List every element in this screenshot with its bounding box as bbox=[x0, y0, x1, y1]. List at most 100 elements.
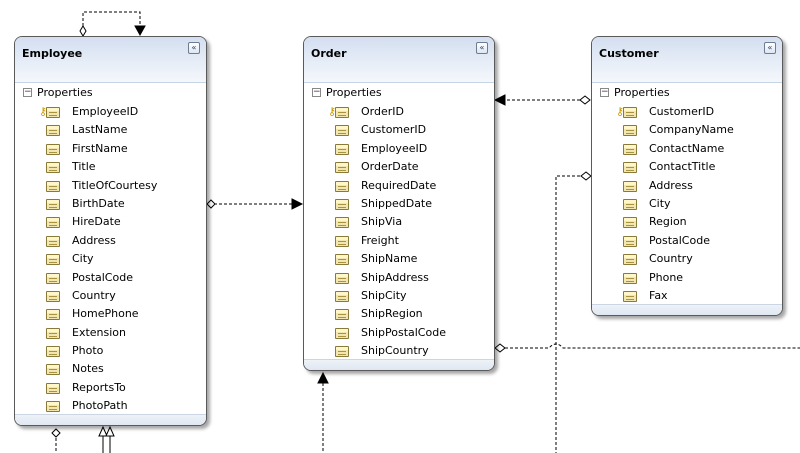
property-icon bbox=[623, 235, 637, 247]
property-icon bbox=[46, 364, 60, 376]
property-name: Freight bbox=[361, 233, 399, 247]
property-firstname[interactable]: FirstName bbox=[15, 141, 206, 159]
property-shippostalcode[interactable]: ShipPostalCode bbox=[304, 325, 494, 343]
property-name: HireDate bbox=[72, 215, 121, 229]
property-icon bbox=[623, 254, 637, 266]
property-address[interactable]: Address bbox=[592, 178, 782, 196]
properties-section-label: Properties bbox=[326, 86, 382, 99]
property-orderdate[interactable]: OrderDate bbox=[304, 159, 494, 177]
property-icon bbox=[335, 272, 349, 284]
property-icon bbox=[46, 272, 60, 284]
order-properties-section[interactable]: − Properties bbox=[304, 82, 494, 104]
property-name: ShipAddress bbox=[361, 270, 429, 284]
property-employeeid[interactable]: EmployeeID bbox=[304, 141, 494, 159]
property-address[interactable]: Address bbox=[15, 233, 206, 251]
property-customerid[interactable]: CustomerID bbox=[304, 122, 494, 140]
property-extension[interactable]: Extension bbox=[15, 325, 206, 343]
order-entity-header[interactable]: Order « bbox=[304, 37, 494, 83]
property-icon bbox=[623, 198, 637, 210]
property-shipcountry[interactable]: ShipCountry bbox=[304, 343, 494, 361]
customer-order-diamond bbox=[579, 95, 591, 105]
collapse-icon[interactable]: « bbox=[188, 42, 200, 54]
property-shipregion[interactable]: ShipRegion bbox=[304, 306, 494, 324]
property-icon bbox=[46, 180, 60, 192]
property-icon bbox=[623, 290, 637, 302]
customer-lower-association-line bbox=[555, 175, 590, 453]
property-icon bbox=[335, 309, 349, 321]
property-icon bbox=[46, 401, 60, 413]
property-name: EmployeeID bbox=[72, 105, 139, 118]
employee-property-list: ⚷EmployeeID LastName FirstName Title Tit… bbox=[15, 104, 206, 417]
customer-entity[interactable]: Customer « − Properties ⚷CustomerID Comp… bbox=[591, 36, 783, 316]
property-fax[interactable]: Fax bbox=[592, 288, 782, 306]
property-hiredate[interactable]: HireDate bbox=[15, 214, 206, 232]
property-shippeddate[interactable]: ShippedDate bbox=[304, 196, 494, 214]
property-freight[interactable]: Freight bbox=[304, 233, 494, 251]
customer-entity-header[interactable]: Customer « bbox=[592, 37, 782, 83]
employee-entity-footer bbox=[15, 414, 206, 425]
property-shipaddress[interactable]: ShipAddress bbox=[304, 270, 494, 288]
property-contactname[interactable]: ContactName bbox=[592, 141, 782, 159]
property-companyname[interactable]: CompanyName bbox=[592, 122, 782, 140]
minus-box-icon[interactable]: − bbox=[600, 87, 609, 97]
property-employeeid[interactable]: ⚷EmployeeID bbox=[15, 104, 206, 122]
property-icon bbox=[46, 198, 60, 210]
property-name: Photo bbox=[72, 344, 104, 358]
order-entity[interactable]: Order « − Properties ⚷OrderID CustomerID… bbox=[303, 36, 495, 371]
property-title[interactable]: Title bbox=[15, 159, 206, 177]
property-shipcity[interactable]: ShipCity bbox=[304, 288, 494, 306]
employee-entity[interactable]: Employee « − Properties ⚷EmployeeID Last… bbox=[14, 36, 207, 426]
property-name: ShipRegion bbox=[361, 307, 423, 321]
property-country[interactable]: Country bbox=[15, 288, 206, 306]
property-notes[interactable]: Notes bbox=[15, 361, 206, 379]
property-postalcode[interactable]: PostalCode bbox=[15, 270, 206, 288]
minus-box-icon[interactable]: − bbox=[23, 87, 32, 97]
property-icon bbox=[623, 125, 637, 137]
property-icon bbox=[335, 162, 349, 174]
property-name: ShipCity bbox=[361, 288, 407, 302]
property-photopath[interactable]: PhotoPath bbox=[15, 398, 206, 416]
property-city[interactable]: City bbox=[592, 196, 782, 214]
minus-box-icon[interactable]: − bbox=[312, 87, 321, 97]
property-phone[interactable]: Phone bbox=[592, 270, 782, 288]
property-shipvia[interactable]: ShipVia bbox=[304, 214, 494, 232]
property-icon bbox=[46, 143, 60, 155]
property-name: HomePhone bbox=[72, 307, 139, 321]
employee-properties-section[interactable]: − Properties bbox=[15, 82, 206, 104]
property-orderid[interactable]: ⚷OrderID bbox=[304, 104, 494, 122]
property-name: RequiredDate bbox=[361, 178, 437, 192]
property-name: LastName bbox=[72, 123, 128, 137]
property-contacttitle[interactable]: ContactTitle bbox=[592, 159, 782, 177]
property-photo[interactable]: Photo bbox=[15, 343, 206, 361]
property-icon bbox=[335, 107, 349, 118]
property-name: ContactTitle bbox=[649, 160, 716, 174]
employee-entity-header[interactable]: Employee « bbox=[15, 37, 206, 83]
property-country[interactable]: Country bbox=[592, 251, 782, 269]
customer-properties-section[interactable]: − Properties bbox=[592, 82, 782, 104]
property-icon bbox=[335, 327, 349, 339]
property-customerid[interactable]: ⚷CustomerID bbox=[592, 104, 782, 122]
property-region[interactable]: Region bbox=[592, 214, 782, 232]
property-icon bbox=[623, 272, 637, 284]
property-lastname[interactable]: LastName bbox=[15, 122, 206, 140]
property-shipname[interactable]: ShipName bbox=[304, 251, 494, 269]
property-titleofcourtesy[interactable]: TitleOfCourtesy bbox=[15, 178, 206, 196]
properties-section-label: Properties bbox=[37, 86, 93, 99]
property-icon bbox=[46, 162, 60, 174]
property-postalcode[interactable]: PostalCode bbox=[592, 233, 782, 251]
property-name: ShippedDate bbox=[361, 196, 433, 210]
property-reportsto[interactable]: ReportsTo bbox=[15, 380, 206, 398]
collapse-icon[interactable]: « bbox=[764, 42, 776, 54]
customer-property-list: ⚷CustomerID CompanyName ContactName Cont… bbox=[592, 104, 782, 306]
property-icon bbox=[335, 235, 349, 247]
collapse-icon[interactable]: « bbox=[476, 42, 488, 54]
self-association-diamond bbox=[79, 25, 87, 37]
property-requireddate[interactable]: RequiredDate bbox=[304, 178, 494, 196]
property-city[interactable]: City bbox=[15, 251, 206, 269]
property-icon bbox=[335, 346, 349, 358]
customer-entity-title: Customer bbox=[599, 47, 659, 60]
property-birthdate[interactable]: BirthDate bbox=[15, 196, 206, 214]
order-bottom-arrowhead bbox=[317, 371, 329, 384]
property-name: City bbox=[649, 196, 671, 210]
property-homephone[interactable]: HomePhone bbox=[15, 306, 206, 324]
